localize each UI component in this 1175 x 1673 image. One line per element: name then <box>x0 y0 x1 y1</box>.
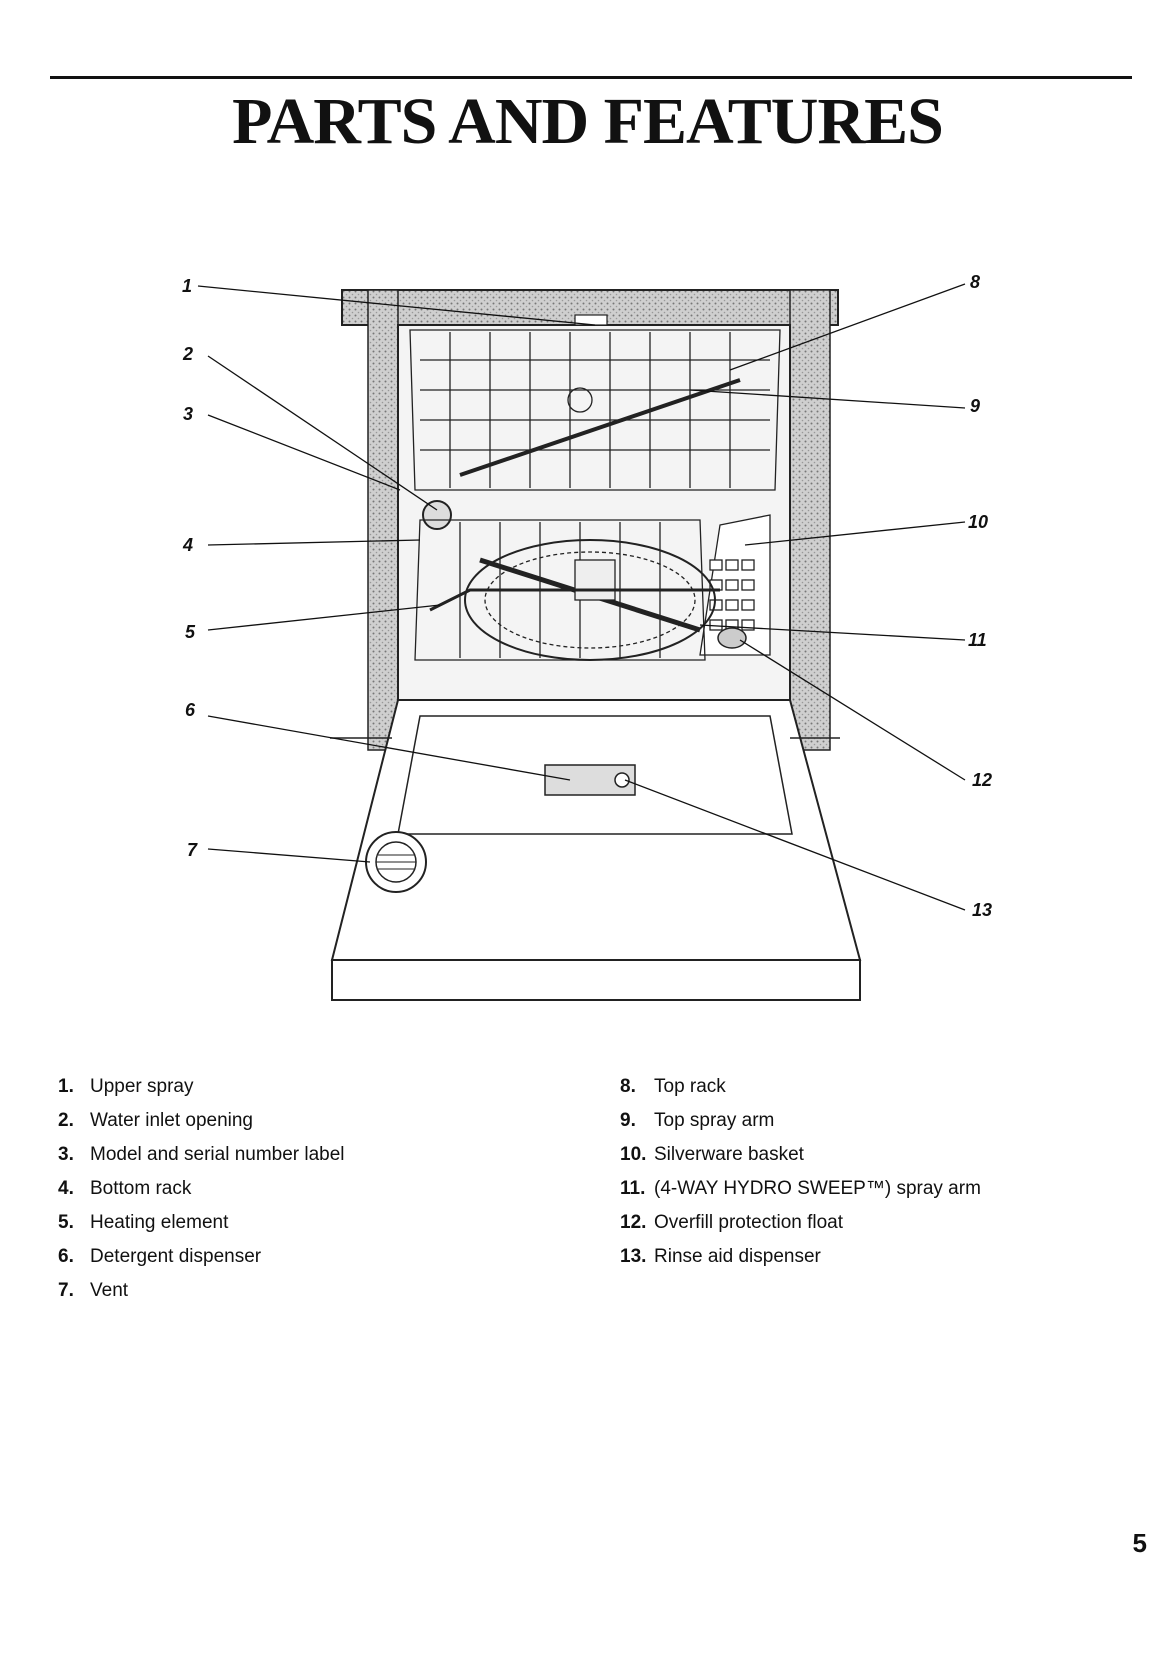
list-item: 12. Overfill protection float <box>620 1206 981 1240</box>
part-number: 12. <box>620 1212 647 1233</box>
dishwasher-door <box>330 699 862 1001</box>
callout-leaders <box>197 283 966 911</box>
list-item: 4. Bottom rack <box>58 1172 345 1206</box>
bottom-rack <box>414 519 716 661</box>
parts-list-right: 8. Top rack 9. Top spray arm 10. Silverware… <box>620 1070 981 1274</box>
callout-6: 6 <box>185 700 196 720</box>
part-number: 2. <box>58 1110 74 1131</box>
part-label: Heating element <box>90 1212 229 1233</box>
list-item: 8. Top rack <box>620 1070 981 1104</box>
part-label: Vent <box>90 1280 129 1301</box>
callout-8: 8 <box>970 272 980 292</box>
part-label: Detergent dispenser <box>90 1246 262 1267</box>
list-item: 3. Model and serial number label <box>58 1138 345 1172</box>
page-title: PARTS AND FEATURES <box>232 85 944 158</box>
part-number: 3. <box>58 1144 74 1165</box>
callout-12: 12 <box>972 770 992 790</box>
page-number: 5 <box>1132 1528 1147 1558</box>
list-item: 10. Silverware basket <box>620 1138 981 1172</box>
part-label: Upper spray <box>90 1076 194 1097</box>
heating-element <box>429 588 720 612</box>
part-label: (4-WAY HYDRO SWEEP™) spray arm <box>654 1178 981 1199</box>
callout-11: 11 <box>968 630 987 650</box>
list-item: 9. Top spray arm <box>620 1104 981 1138</box>
callout-4: 4 <box>182 535 193 555</box>
part-number: 7. <box>58 1280 74 1301</box>
part-label: Overfill protection float <box>654 1212 844 1233</box>
part-number: 8. <box>620 1076 636 1097</box>
callout-7: 7 <box>187 840 198 860</box>
part-number: 11. <box>620 1178 646 1199</box>
part-number: 6. <box>58 1246 74 1267</box>
part-label: Top spray arm <box>654 1110 775 1131</box>
callout-1: 1 <box>182 276 192 296</box>
list-item: 1. Upper spray <box>58 1070 345 1104</box>
part-number: 5. <box>58 1212 74 1233</box>
parts-list-left: 1. Upper spray 2. Water inlet opening 3. Mo… <box>58 1070 345 1308</box>
callout-5: 5 <box>185 622 196 642</box>
water-inlet <box>422 500 452 530</box>
list-item: 7. Vent <box>58 1274 345 1308</box>
callout-2: 2 <box>182 344 193 364</box>
part-number: 13. <box>620 1246 647 1267</box>
part-number: 9. <box>620 1110 636 1131</box>
top-rule <box>50 76 1132 79</box>
part-label: Rinse aid dispenser <box>654 1246 821 1267</box>
part-label: Water inlet opening <box>90 1110 254 1131</box>
top-rack <box>409 329 781 491</box>
part-number: 1. <box>58 1076 74 1097</box>
callout-9: 9 <box>970 396 980 416</box>
part-label: Silverware basket <box>654 1144 804 1165</box>
list-item: 6. Detergent dispenser <box>58 1240 345 1274</box>
cabinet-frame <box>341 289 839 751</box>
part-label: Bottom rack <box>90 1178 192 1199</box>
list-item: 5. Heating element <box>58 1206 345 1240</box>
list-item: 11. (4-WAY HYDRO SWEEP™) spray arm <box>620 1172 981 1206</box>
part-label: Model and serial number label <box>90 1144 345 1165</box>
dishwasher-diagram: 1 2 3 4 5 6 7 8 9 10 11 12 13 <box>182 272 992 1001</box>
silverware-basket <box>699 514 771 656</box>
part-number: 10. <box>620 1144 647 1165</box>
part-number: 4. <box>58 1178 74 1199</box>
list-item: 2. Water inlet opening <box>58 1104 345 1138</box>
list-item: 13. Rinse aid dispenser <box>620 1240 981 1274</box>
callout-3: 3 <box>183 404 193 424</box>
part-label: Top rack <box>654 1076 726 1097</box>
callout-13: 13 <box>972 900 992 920</box>
callout-10: 10 <box>968 512 988 532</box>
overfill-float <box>717 627 747 649</box>
